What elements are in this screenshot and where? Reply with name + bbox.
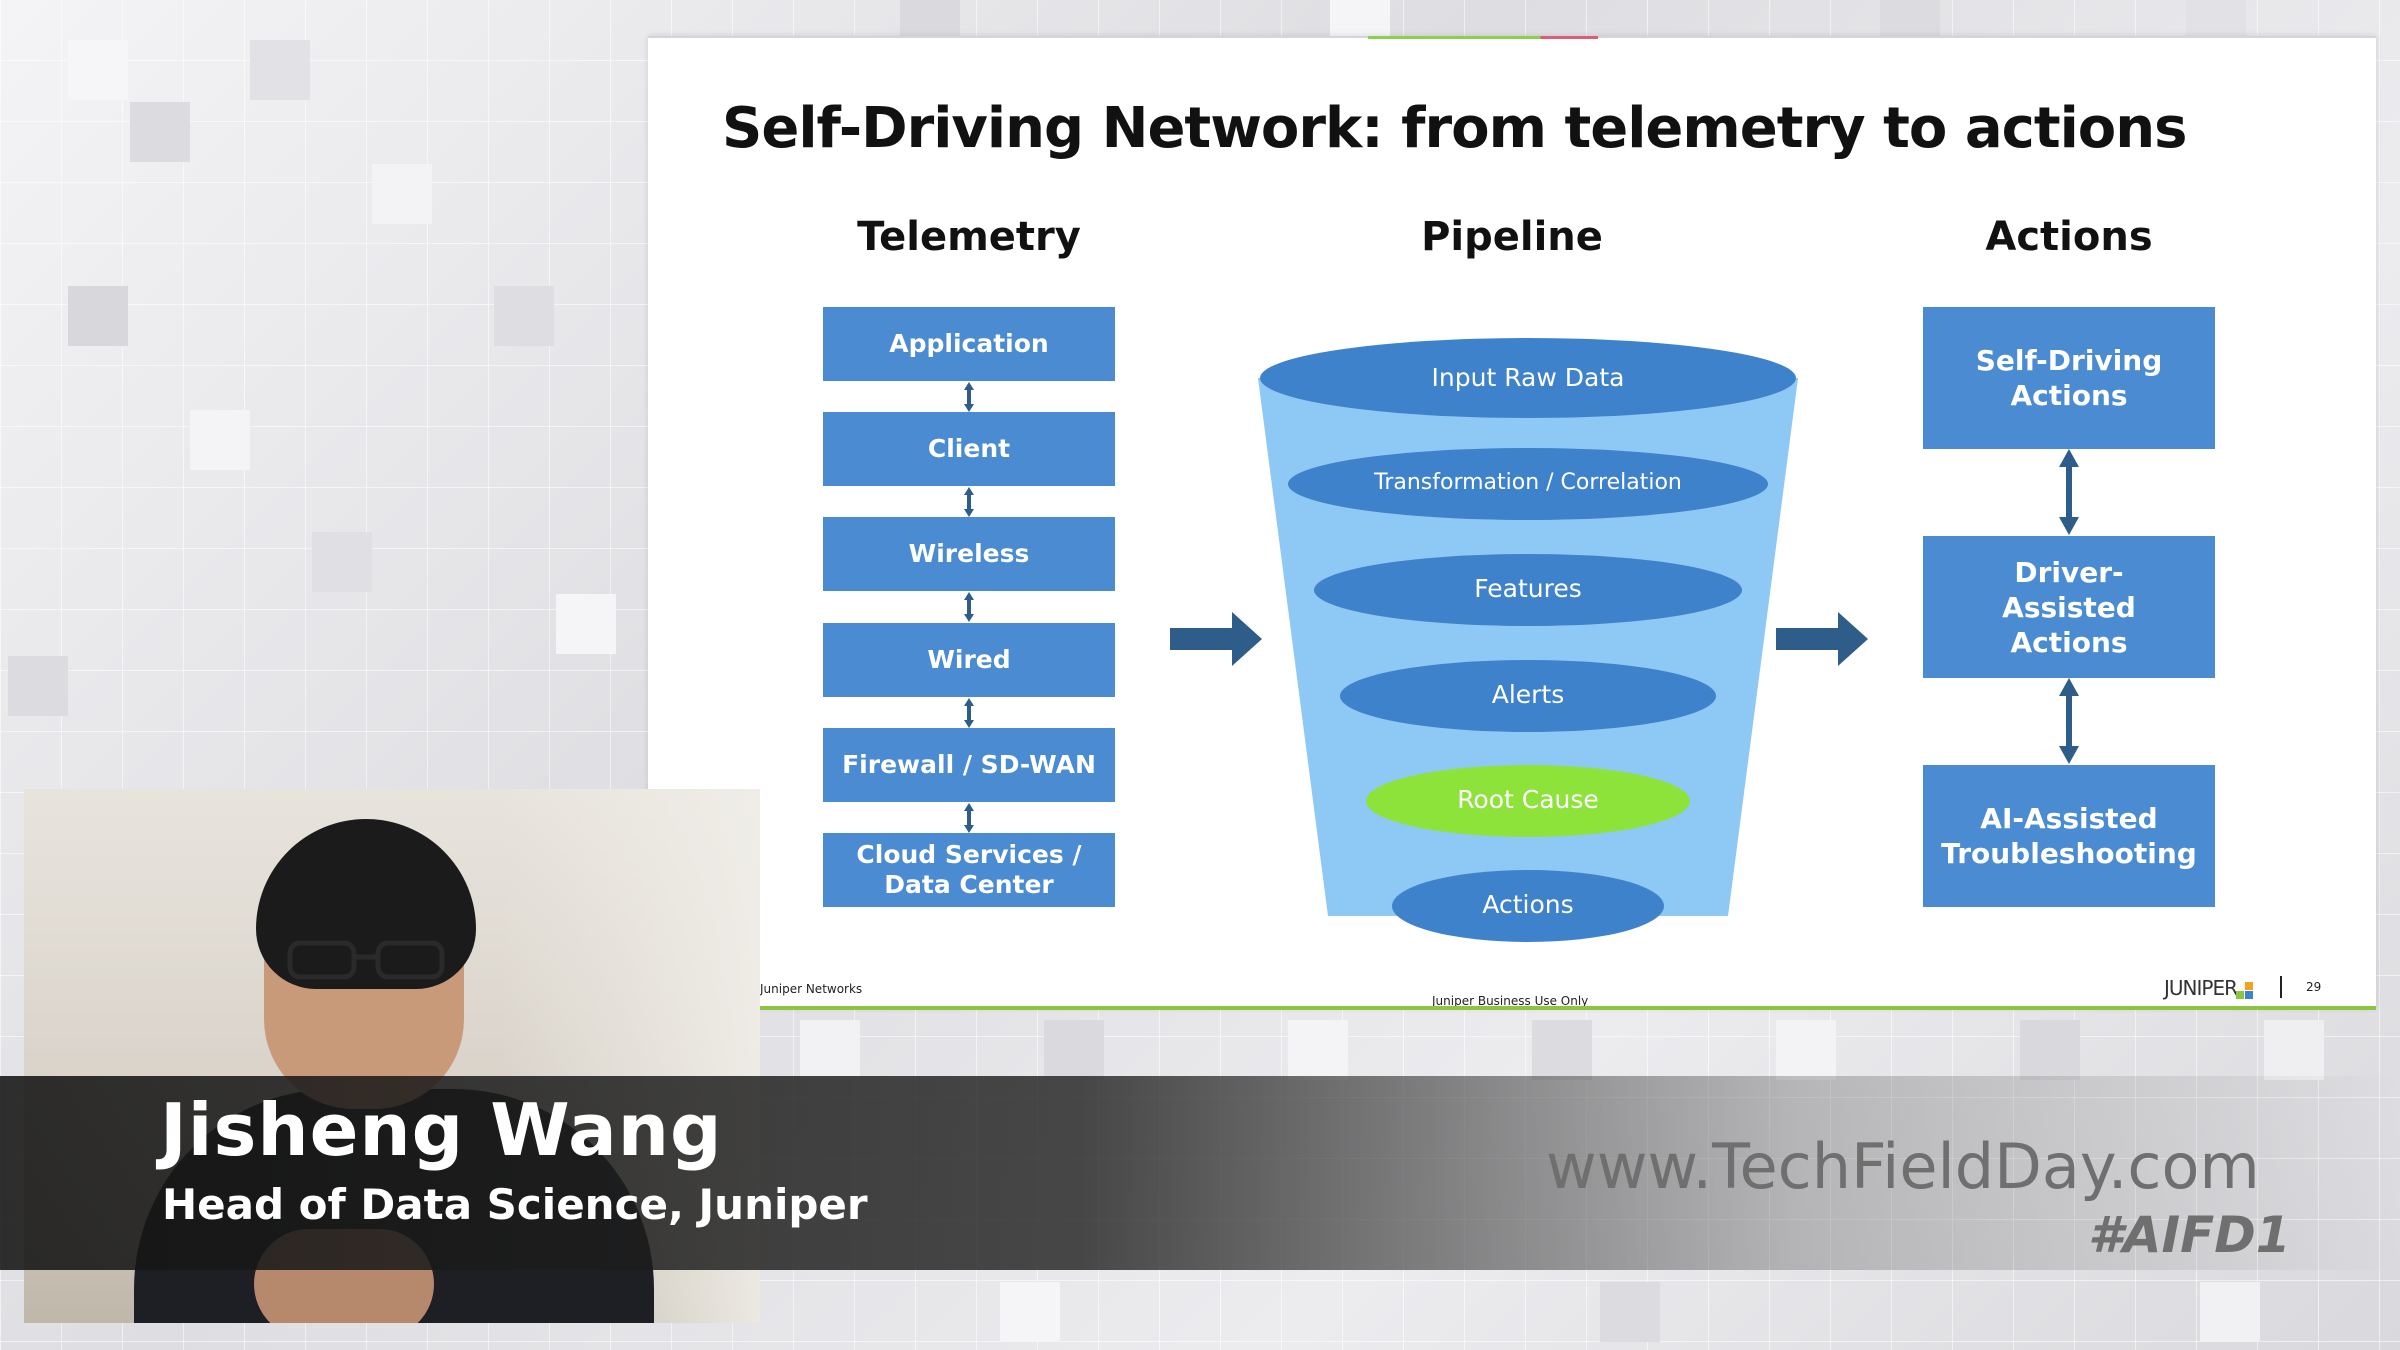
double-arrow-icon: [964, 487, 974, 517]
event-hashtag: #AIFD1: [2088, 1206, 2291, 1264]
double-arrow-icon: [2059, 449, 2079, 535]
actions-heading: Actions: [1985, 214, 2153, 260]
juniper-logo-mark-icon: [2236, 982, 2253, 999]
telemetry-application: Application: [823, 307, 1115, 381]
pipeline-actions: Actions: [1482, 890, 1574, 919]
double-arrow-icon: [964, 803, 974, 833]
pipeline-input-raw-data: Input Raw Data: [1431, 363, 1625, 392]
double-arrow-icon: [964, 592, 974, 622]
action-ai-assisted: AI-Assisted Troubleshooting: [1923, 765, 2215, 907]
pipeline-heading: Pipeline: [1421, 214, 1603, 260]
action-driver-assisted: Driver-Assisted Actions: [1923, 536, 2215, 678]
glasses-icon: [287, 940, 445, 980]
event-website: www.TechFieldDay.com: [1546, 1130, 2260, 1203]
telemetry-wired: Wired: [823, 623, 1115, 697]
telemetry-wireless: Wireless: [823, 517, 1115, 591]
telemetry-cloud: Cloud Services / Data Center: [823, 833, 1115, 907]
juniper-logo: JUNIPER: [2164, 976, 2238, 1000]
footer-copyright: Juniper Networks: [760, 982, 863, 996]
pipeline-transformation: Transformation / Correlation: [1374, 470, 1682, 495]
pipeline-root-cause: Root Cause: [1457, 785, 1599, 814]
right-arrow-icon: [1776, 612, 1868, 666]
footer-separator: [2280, 976, 2282, 998]
speaker-name: Jisheng Wang: [160, 1088, 723, 1172]
pipeline-funnel: [1258, 338, 1798, 942]
slide-top-accent: [1368, 36, 1598, 39]
double-arrow-icon: [964, 698, 974, 728]
slide-title: Self-Driving Network: from telemetry to …: [722, 96, 2187, 161]
telemetry-heading: Telemetry: [857, 214, 1081, 260]
presentation-slide: Self-Driving Network: from telemetry to …: [648, 36, 2376, 1010]
footer-green-line: [760, 1006, 2376, 1010]
double-arrow-icon: [2059, 678, 2079, 764]
action-self-driving: Self-Driving Actions: [1923, 307, 2215, 449]
speaker-hair: [256, 819, 476, 989]
lower-third-banner: [0, 1076, 2400, 1270]
right-arrow-icon: [1170, 612, 1262, 666]
telemetry-firewall: Firewall / SD-WAN: [823, 728, 1115, 802]
telemetry-client: Client: [823, 412, 1115, 486]
speaker-title: Head of Data Science, Juniper: [162, 1180, 868, 1229]
pipeline-features: Features: [1474, 574, 1582, 603]
double-arrow-icon: [964, 382, 974, 412]
footer-classification: Juniper Business Use Only: [1432, 994, 1589, 1008]
slide-page-number: 29: [2306, 980, 2322, 994]
pipeline-alerts: Alerts: [1491, 680, 1565, 709]
